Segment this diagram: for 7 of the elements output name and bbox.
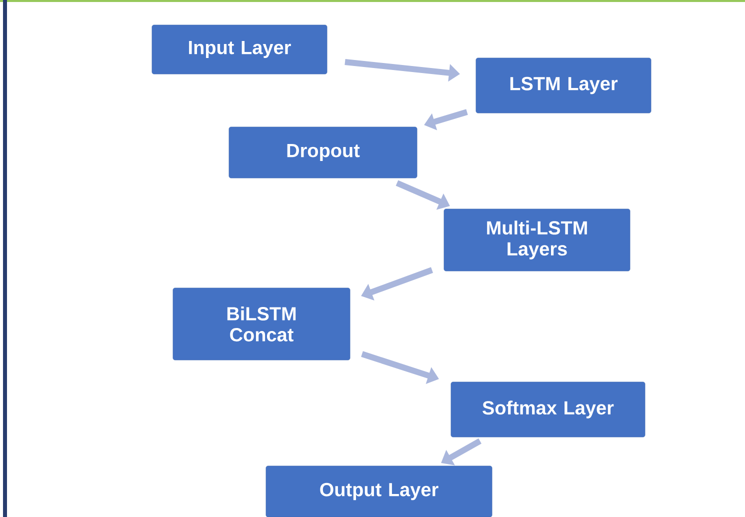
layer-box: Multi-LSTM Layers — [444, 208, 630, 272]
layer-box: Output Layer — [266, 466, 492, 517]
layer-box: LSTM Layer — [476, 58, 652, 114]
layer-box: BiLSTM Concat — [172, 288, 350, 360]
layer-box: Input Layer — [152, 24, 328, 74]
layer-box: Softmax Layer — [450, 382, 646, 438]
layer-box: Dropout — [228, 126, 418, 178]
